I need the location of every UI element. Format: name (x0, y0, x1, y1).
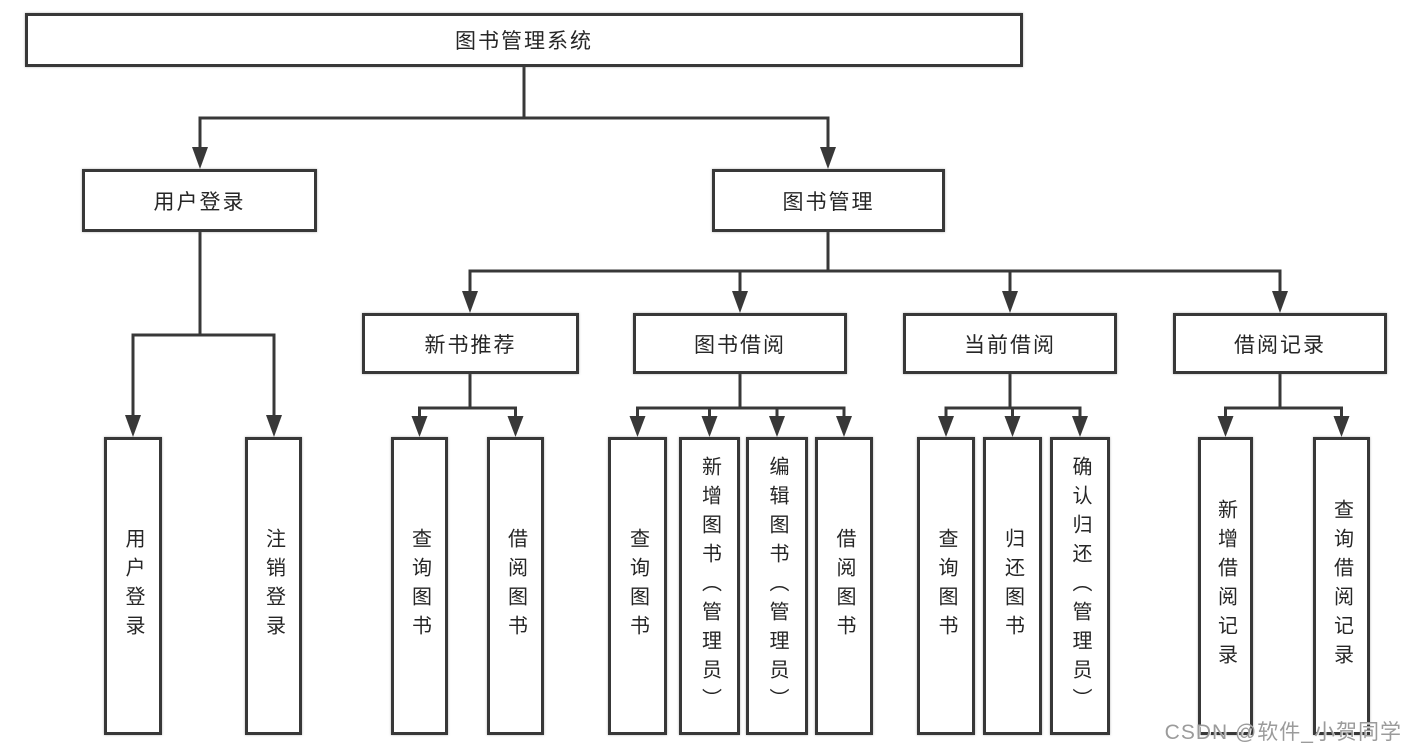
leaf-borrow-books-newrec-label: 借阅图书 (504, 528, 527, 644)
csdn-watermark: CSDN @软件_小贺同学 (1164, 721, 1402, 744)
node-book-borrow-label: 图书借阅 (694, 333, 786, 357)
node-user-login: 用户登录 (82, 169, 317, 232)
leaf-query-borrow-record: 查询借阅记录 (1313, 437, 1370, 735)
leaf-edit-books-admin: 编辑图书（管理员） (746, 437, 808, 735)
connector-user-login-to-leaves (125, 232, 282, 437)
leaf-query-borrow-record-label: 查询借阅记录 (1330, 499, 1353, 673)
leaf-add-borrow-record: 新增借阅记录 (1198, 437, 1253, 735)
connector-book-borrow-to-leaves (629, 374, 852, 437)
node-borrow-record: 借阅记录 (1173, 313, 1387, 374)
leaf-borrow-books: 借阅图书 (815, 437, 873, 735)
node-new-book-recommend-label: 新书推荐 (424, 333, 517, 357)
node-book-borrow: 图书借阅 (633, 313, 847, 374)
leaf-add-borrow-record-label: 新增借阅记录 (1214, 499, 1237, 673)
leaf-query-books-current: 查询图书 (917, 437, 975, 735)
leaf-edit-books-admin-label: 编辑图书（管理员） (766, 455, 788, 717)
node-book-management: 图书管理 (712, 169, 945, 232)
leaf-add-books-admin: 新增图书（管理员） (679, 437, 740, 735)
connector-new-book-to-leaves (411, 374, 524, 437)
connector-root-to-level2 (192, 66, 836, 169)
leaf-logout-label: 注销登录 (262, 528, 285, 644)
leaf-query-books-newrec-label: 查询图书 (408, 528, 431, 644)
leaf-query-books-borrow: 查询图书 (608, 437, 667, 735)
connector-book-mgmt-to-level3 (462, 232, 1288, 313)
connector-current-borrow-to-leaves (938, 374, 1088, 437)
leaf-borrow-books-newrec: 借阅图书 (487, 437, 544, 735)
node-user-login-label: 用户登录 (153, 190, 246, 214)
node-borrow-record-label: 借阅记录 (1234, 333, 1326, 357)
node-root-label: 图书管理系统 (455, 30, 593, 53)
node-current-borrow: 当前借阅 (903, 313, 1117, 374)
node-current-borrow-label: 当前借阅 (964, 333, 1056, 357)
leaf-return-books-label: 归还图书 (1001, 528, 1024, 644)
leaf-query-books-newrec: 查询图书 (391, 437, 448, 735)
node-book-management-label: 图书管理 (782, 190, 875, 214)
leaf-confirm-return-admin-label: 确认归还（管理员） (1069, 455, 1091, 717)
leaf-logout: 注销登录 (245, 437, 302, 735)
leaf-return-books: 归还图书 (983, 437, 1042, 735)
leaf-user-login: 用户登录 (104, 437, 162, 735)
leaf-query-books-current-label: 查询图书 (935, 528, 957, 644)
leaf-user-login-label: 用户登录 (122, 528, 144, 644)
node-root-system: 图书管理系统 (25, 13, 1023, 67)
leaf-query-books-borrow-label: 查询图书 (626, 528, 649, 644)
leaf-add-books-admin-label: 新增图书（管理员） (698, 455, 721, 717)
leaf-confirm-return-admin: 确认归还（管理员） (1050, 437, 1110, 735)
connector-borrow-record-to-leaves (1217, 374, 1350, 437)
node-new-book-recommend: 新书推荐 (362, 313, 579, 374)
leaf-borrow-books-label: 借阅图书 (833, 528, 855, 644)
